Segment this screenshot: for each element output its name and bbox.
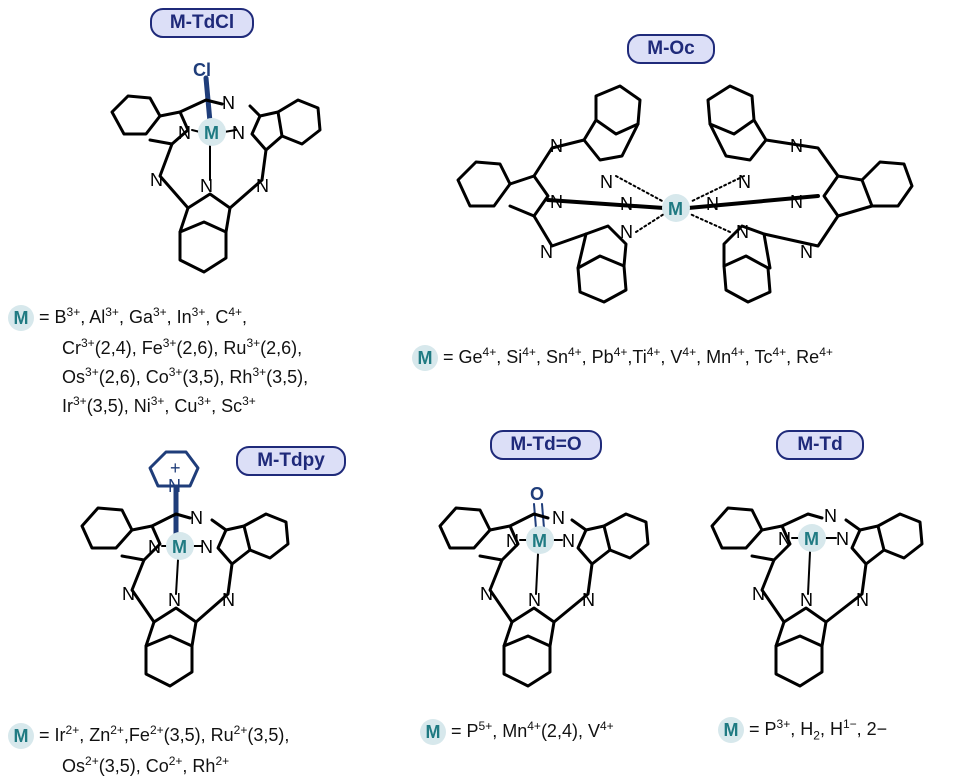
atom-plus: + [170, 458, 181, 478]
metal-list-line: Cr3+(2,4), Fe3+(2,6), Ru3+(2,6), [62, 336, 303, 359]
atom-metal: M [668, 199, 683, 219]
atom-pyridinium-n: N [168, 476, 181, 496]
label-m-td-o: M-Td=O [490, 430, 602, 460]
atom-n: N [222, 590, 235, 610]
atom-n: N [562, 531, 575, 551]
atom-metal: M [204, 123, 219, 143]
atom-n: N [778, 529, 791, 549]
atom-n: N [550, 136, 563, 156]
atom-n: N [552, 508, 565, 528]
label-m-tdpy: M-Tdpy [236, 446, 346, 476]
structure-m-td: M N N N N N N [710, 506, 924, 688]
atom-n: N [256, 176, 269, 196]
atom-n: N [600, 172, 613, 192]
metal-badge: M [8, 723, 34, 750]
atom-n: N [836, 529, 849, 549]
atom-n: N [200, 537, 213, 557]
atom-n: N [528, 590, 541, 610]
atom-n: N [200, 176, 213, 196]
label-m-tdcl: M-TdCl [150, 8, 254, 38]
atom-n: N [790, 136, 803, 156]
atom-n: N [190, 508, 203, 528]
atom-n: N [122, 584, 135, 604]
atom-n: N [620, 194, 633, 214]
atom-n: N [150, 170, 163, 190]
atom-n: N [506, 531, 519, 551]
metal-list-line: M = B3+, Al3+, Ga3+, In3+, C4+, [8, 300, 308, 332]
atom-n: N [540, 242, 553, 262]
metal-list-line: Os3+(2,6), Co3+(3,5), Rh3+(3,5), [62, 365, 309, 388]
metal-list-m-tdcl: M = B3+, Al3+, Ga3+, In3+, C4+, Cr3+(2,4… [8, 300, 308, 418]
metal-list-m-td: M = P3+, H2, H1−, 2− [718, 712, 887, 748]
atom-n: N [550, 192, 563, 212]
atom-n: N [752, 584, 765, 604]
label-m-td: M-Td [776, 430, 864, 460]
atom-n: N [790, 192, 803, 212]
metal-list-line: M = Ir2+, Zn2+,Fe2+(3,5), Ru2+(3,5), [8, 718, 289, 750]
atom-n: N [736, 222, 749, 242]
atom-metal: M [172, 537, 187, 557]
metal-list-m-tdpy: M = Ir2+, Zn2+,Fe2+(3,5), Ru2+(3,5), Os2… [8, 718, 289, 778]
atom-n: N [582, 590, 595, 610]
label-m-oc: M-Oc [627, 34, 715, 64]
atom-n: N [148, 537, 161, 557]
metal-list-m-td-o: M = P5+, Mn4+(2,4), V4+ [420, 714, 614, 746]
atom-metal: M [804, 529, 819, 549]
atom-n: N [480, 584, 493, 604]
structure-m-tdcl: Cl M N N N N N N [110, 60, 322, 274]
atom-n: N [856, 590, 869, 610]
atom-n: N [168, 590, 181, 610]
atom-metal: M [532, 531, 547, 551]
metal-badge: M [8, 305, 34, 332]
structure-m-oc: M N N N N N N N N N N N N [456, 84, 914, 304]
atom-n: N [232, 123, 245, 143]
atom-cl: Cl [193, 60, 211, 80]
metal-list-line: Os2+(3,5), Co2+, Rh2+ [62, 754, 230, 777]
structure-m-tdpy: N + M N N N N N N [80, 450, 290, 688]
atom-n: N [824, 506, 837, 526]
atom-o: O [530, 484, 544, 504]
metal-list-line: Ir3+(3,5), Ni3+, Cu3+, Sc3+ [62, 394, 256, 417]
atom-n: N [222, 93, 235, 113]
atom-n: N [738, 172, 751, 192]
structure-m-td-o: O M N N N N N N [438, 484, 650, 688]
metal-badge: M [718, 717, 744, 744]
metal-list-m-oc: M = Ge4+, Si4+, Sn4+, Pb4+,Ti4+, V4+, Mn… [412, 340, 833, 372]
atom-n: N [800, 242, 813, 262]
atom-n: N [178, 123, 191, 143]
metal-badge: M [420, 719, 446, 746]
atom-n: N [620, 222, 633, 242]
atom-n: N [706, 194, 719, 214]
metal-badge: M [412, 345, 438, 372]
atom-n: N [800, 590, 813, 610]
